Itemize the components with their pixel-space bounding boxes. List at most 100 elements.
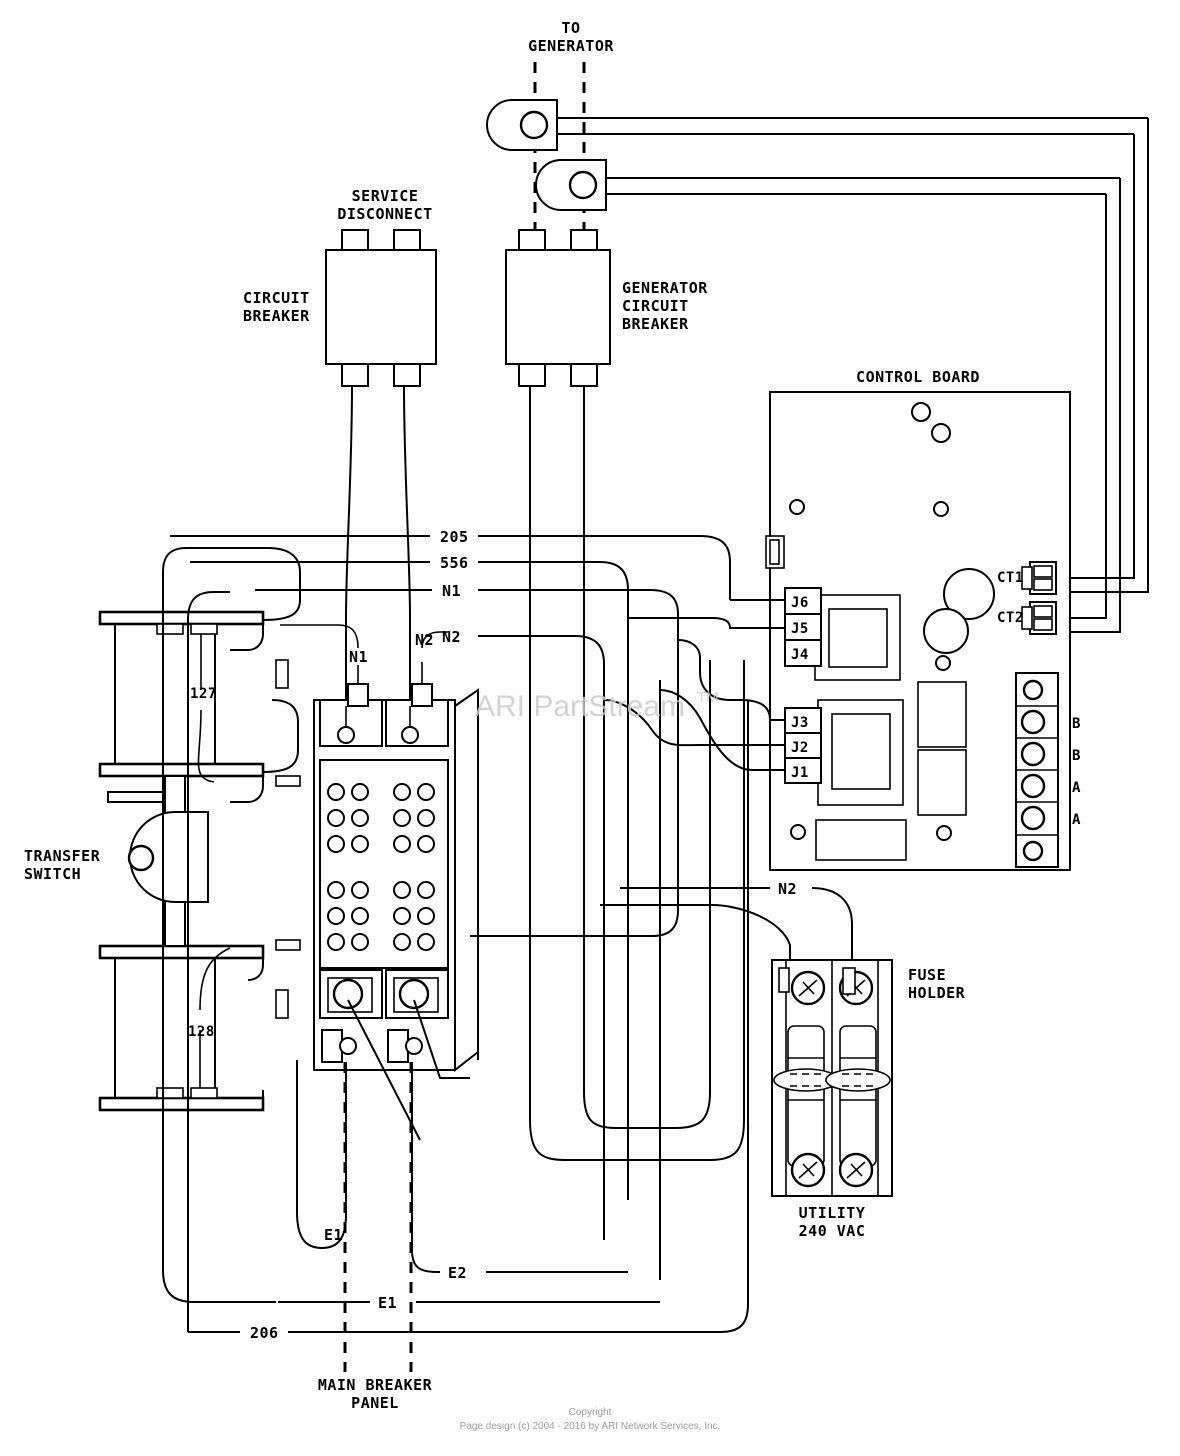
bus-to-connector-routing [603,599,785,771]
wire-label-n2-terminal: N2 [415,631,434,649]
terminal-label-b2: B [1072,748,1081,764]
wire-label-e2: E2 [448,1264,467,1282]
generator-cb-label-line1: GENERATOR [622,279,708,297]
to-generator-label-line1: TO [561,19,580,37]
main-breaker-panel-label-line1: MAIN BREAKER [318,1376,433,1394]
wire-label-206: 206 [250,1324,279,1342]
terminal-screw-1 [1022,679,1044,701]
terminal-block[interactable]: B B A A [1015,672,1081,868]
connector-j3-label: J3 [791,715,809,731]
board-capacitor-1 [943,568,995,620]
watermark-tm: TM [697,689,719,706]
transfer-switch-label-line2: SWITCH [24,865,81,883]
main-breaker-panel-contactor[interactable] [313,683,479,1073]
terminal-label-a2: A [1072,812,1081,828]
board-capacitor-2 [923,608,969,654]
fuse-holder-label-line1: FUSE [908,966,946,984]
terminal-screw-3 [1020,741,1046,767]
connector-j3-j2-j1[interactable]: J3 J2 J1 [784,707,822,784]
wire-label-e1-upper: E1 [324,1226,343,1244]
connector-j5-label: J5 [791,621,809,637]
connector-ct1[interactable]: CT1 [997,561,1057,595]
service-disconnect-label-line1: SERVICE [352,187,419,205]
control-board-label: CONTROL BOARD [856,368,980,386]
coil-128-tap-2 [190,1087,218,1099]
connector-ct2-label: CT2 [997,610,1024,626]
main-breaker-panel-label-line2: PANEL [351,1394,399,1412]
board-component-relay2 [917,749,967,816]
utility-label-line1: UTILITY [799,1204,866,1222]
wire-label-e1-lower: E1 [378,1294,397,1312]
ct-feed-right-routing [1056,118,1149,633]
fuse-holder-label-line2: HOLDER [908,984,966,1002]
n1-n2-terminal-callouts: N1 N2 [280,624,448,684]
transfer-switch-label-line1: TRANSFER [24,847,101,865]
board-hole-6 [790,824,806,840]
board-hole-2 [931,423,951,443]
generator-breaker-output-wires [529,386,745,1161]
board-edge-connector [765,535,785,569]
service-disconnect-breaker[interactable] [325,229,437,387]
wire-n2-bus: N2 [425,628,605,700]
terminal-label-b1: B [1072,716,1081,732]
wire-label-n1-terminal: N1 [349,648,368,666]
connector-ct2[interactable]: CT2 [997,601,1057,635]
terminal-screw-4 [1020,773,1046,799]
connector-j2-label: J2 [791,740,809,756]
wire-label-n2-lower: N2 [778,880,797,898]
pivot-hole [127,844,155,872]
connector-j1-label: J1 [791,765,809,781]
wire-206: 206 [187,591,749,1342]
board-hole-3 [789,499,805,515]
terminal-screw-5 [1020,805,1046,831]
coil-128-label: 128 [188,1024,215,1040]
panel-screw-bottom-1 [332,978,364,1010]
transfer-switch-coil-128[interactable]: 128 [98,944,265,1112]
panel-tap-left-4 [275,989,289,1019]
board-hole-5 [935,655,951,671]
panel-lug-2 [411,683,433,707]
wire-label-n2-bus: N2 [442,628,461,646]
transfer-switch-bus-wires [230,618,264,1104]
board-hole-7 [936,825,952,841]
coil-128-tap-1 [156,1087,184,1099]
panel-to-board-risers [470,618,679,1280]
wire-label-556: 556 [440,554,469,572]
transfer-switch-coil-127[interactable]: 127 [98,610,265,783]
circuit-breaker-label-line2: BREAKER [243,307,310,325]
wire-n2-lower: N2 [600,880,853,965]
coil-127-tap-1 [156,623,184,635]
service-disconnect-output-wires [345,385,411,700]
panel-lug-1 [347,683,369,707]
wire-205: 205 [170,528,731,600]
panel-tap-left-2 [275,939,301,951]
wire-e1-lower: E1 [278,1294,660,1312]
generator-cb-label-line3: BREAKER [622,315,689,333]
panel-contact-dots [327,783,435,951]
circuit-breaker-label-line1: CIRCUIT [243,289,310,307]
coil-to-panel-wiring [162,547,301,1303]
generator-lug-1 [486,99,1148,151]
generator-cb-label-line2: CIRCUIT [622,297,689,315]
footer-copyright-line2: Page design (c) 2004 - 2016 by ARI Netwo… [460,1421,721,1432]
panel-screw-low-2 [405,1037,423,1055]
connector-j6-j5-j4[interactable]: J6 J5 J4 [784,587,822,667]
to-generator-label-line2: GENERATOR [528,37,614,55]
coil-127-label: 127 [190,686,217,702]
fuse-holder[interactable] [771,959,893,1197]
panel-bottom-connections [347,999,470,1141]
connector-ct1-label: CT1 [997,570,1024,586]
terminal-screw-6 [1022,840,1044,862]
panel-screw-low-1 [339,1037,357,1055]
generator-circuit-breaker[interactable] [505,229,611,387]
board-component-relay1 [917,681,967,748]
connector-j6-label: J6 [791,595,809,611]
panel-screw-top-1 [337,726,355,744]
board-component-ic2-inner [831,713,891,790]
coil-127-tap-2 [190,623,218,635]
connector-j4-label: J4 [791,647,809,663]
board-component-block [815,819,907,861]
terminal-label-a1: A [1072,780,1081,796]
generator-lug-2 [535,159,1120,211]
